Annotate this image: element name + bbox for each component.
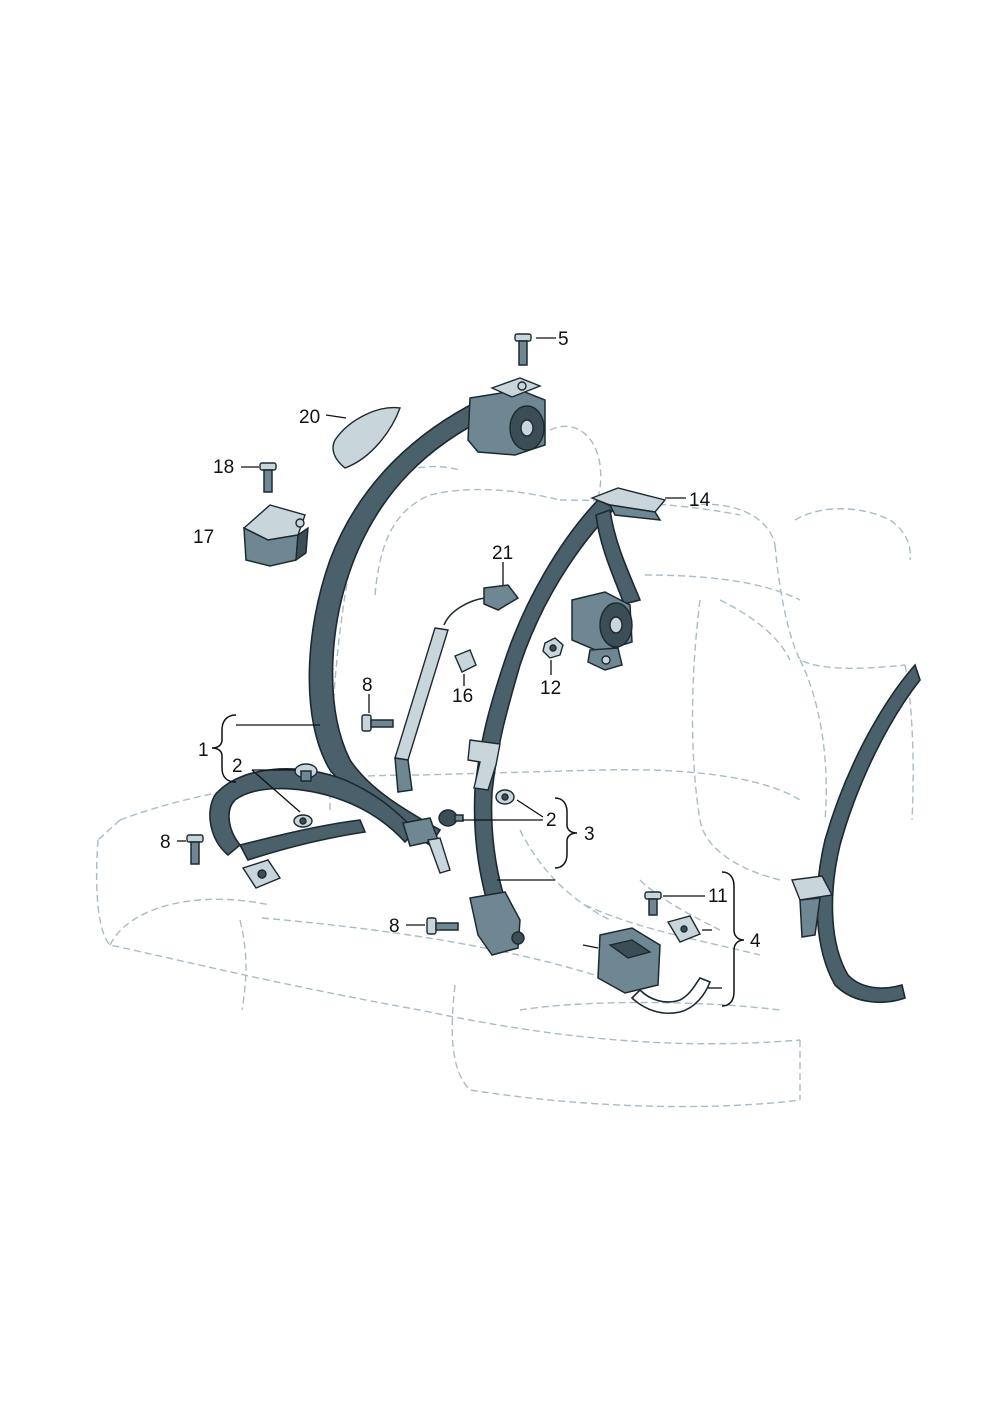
brace-4 <box>708 871 745 1007</box>
belt-tensioner-21 <box>394 562 520 793</box>
guide-14 <box>590 487 686 521</box>
callout-4: 4 <box>750 931 761 952</box>
callout-8-left: 8 <box>160 832 171 853</box>
brace-3 <box>497 797 578 881</box>
callout-12: 12 <box>540 678 561 699</box>
bolt-8-lower <box>406 917 459 935</box>
callout-18: 18 <box>213 457 234 478</box>
left-belt-retractor <box>467 377 546 456</box>
callout-2-left: 2 <box>232 756 243 777</box>
right-seat-belt-webbing <box>791 663 921 1003</box>
bolt-8-upper <box>361 694 394 732</box>
brace-1 <box>211 714 320 783</box>
bolt-5 <box>514 333 556 366</box>
callout-1: 1 <box>198 740 209 761</box>
callout-17: 17 <box>193 527 214 548</box>
callout-14: 14 <box>689 490 711 511</box>
callout-11: 11 <box>708 886 728 907</box>
left-belt-buckle-tongue <box>402 817 451 874</box>
callout-8-lower: 8 <box>389 916 400 937</box>
callout-21: 21 <box>492 543 513 564</box>
center-belt-guide-loop <box>467 739 525 956</box>
callout-20: 20 <box>299 407 320 428</box>
fasteners-2-left <box>251 763 318 828</box>
callout-8-upper: 8 <box>362 675 373 696</box>
callout-5: 5 <box>558 329 569 350</box>
rear-seat-outline <box>95 425 914 1108</box>
clip-16 <box>454 649 477 686</box>
callout-2-right: 2 <box>546 810 557 831</box>
buckle-assembly-4 <box>582 927 712 1014</box>
nut-12 <box>542 637 564 675</box>
bracket-17 <box>242 504 309 567</box>
left-seat-belt-webbing <box>209 398 494 861</box>
bolt-8-left <box>177 834 282 889</box>
trim-cap-20 <box>325 406 401 469</box>
callout-3: 3 <box>584 824 595 845</box>
callout-16: 16 <box>452 686 473 707</box>
callout-labels: 1 2 2 3 4 5 8 8 8 11 12 14 16 17 18 20 2… <box>160 329 761 952</box>
clip-assembly-4 <box>666 915 712 943</box>
bolt-11 <box>644 891 705 916</box>
bolt-18 <box>241 462 277 493</box>
center-belt-retractor <box>571 591 633 671</box>
fasteners-2-right <box>438 789 544 827</box>
